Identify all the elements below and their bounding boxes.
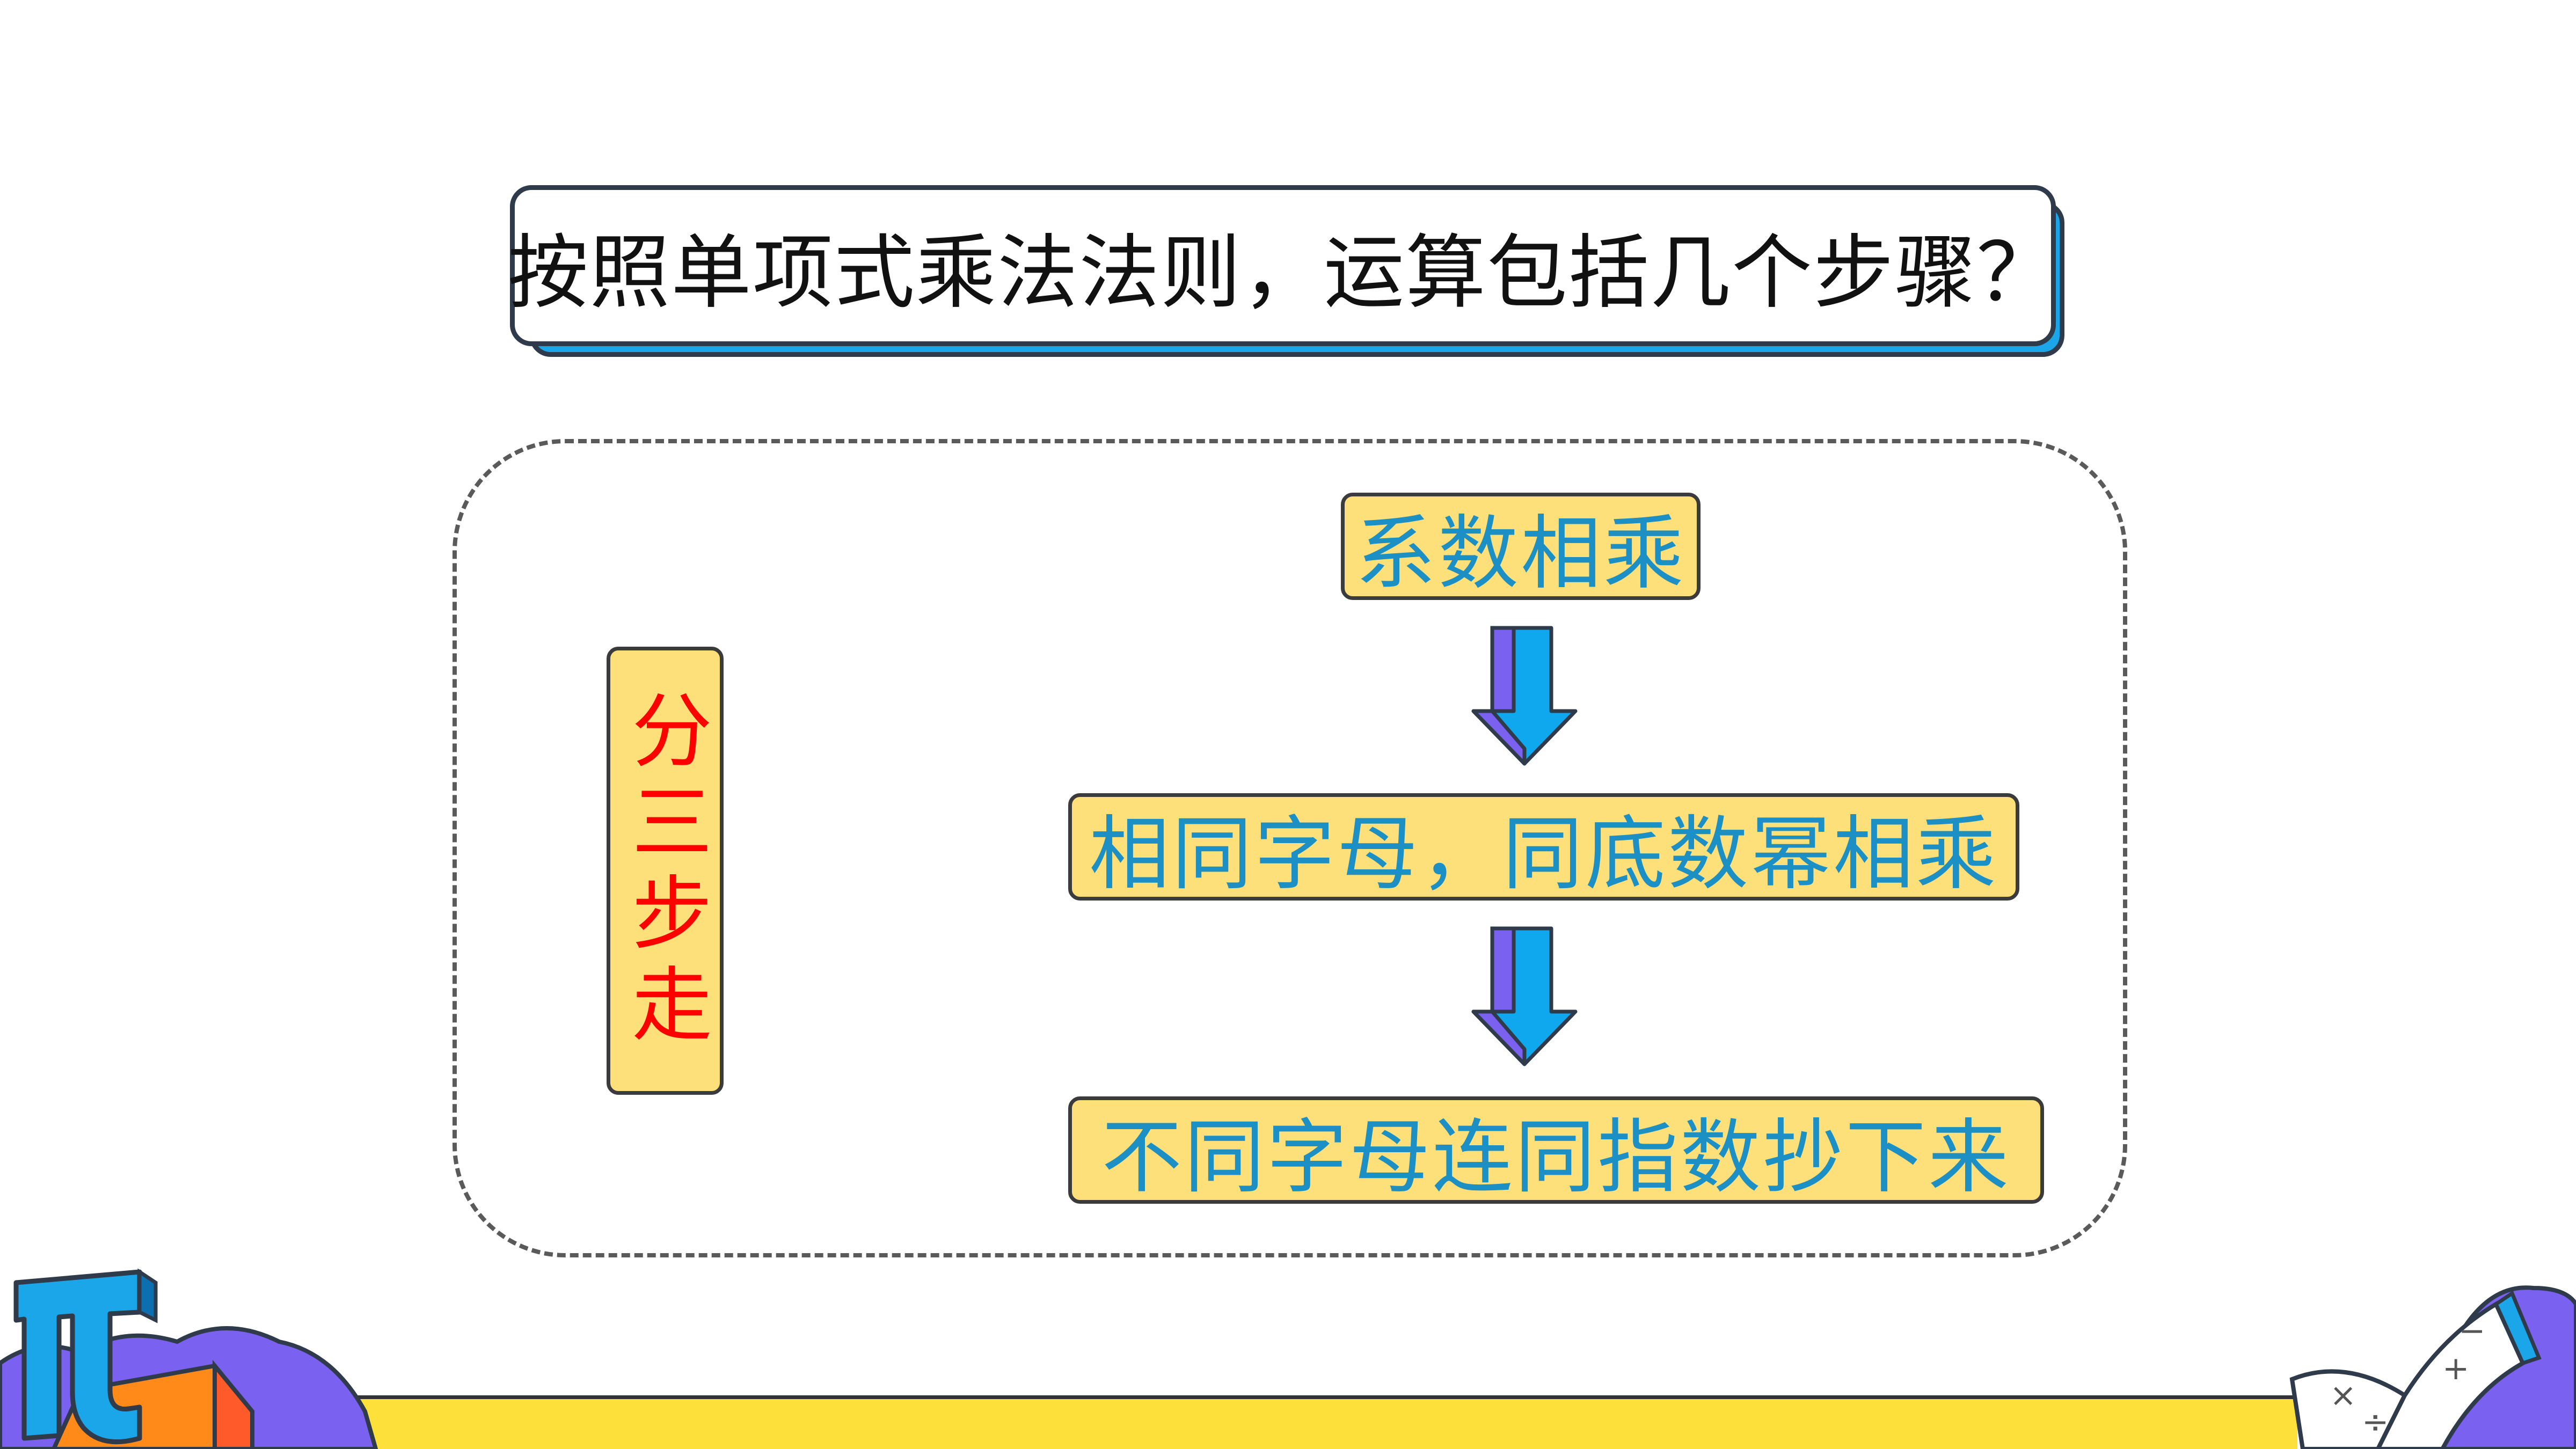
question-box: 按照单项式乘法法则，运算包括几个步骤？ — [508, 185, 2059, 346]
question-text: 按照单项式乘法法则，运算包括几个步骤？ — [508, 226, 2059, 320]
arrow-down-icon-2 — [1471, 926, 1578, 1066]
side-label-box: 分三步走 — [607, 647, 724, 1095]
pi-icon — [0, 1268, 378, 1449]
steps-container — [453, 439, 2127, 1257]
step-3-box: 不同字母连同指数抄下来 — [1068, 1096, 2044, 1204]
svg-text:×: × — [2330, 1377, 2356, 1414]
svg-text:÷: ÷ — [2362, 1403, 2389, 1441]
open-book-icon: × ÷ + − — [2289, 1285, 2576, 1449]
step-1-box: 系数相乘 — [1341, 493, 1701, 601]
step-1-label: 系数相乘 — [1355, 507, 1686, 601]
step-2-label: 相同字母，同底数幂相乘 — [1089, 807, 1998, 901]
arrow-down-icon-1 — [1471, 626, 1578, 766]
svg-text:−: − — [2458, 1312, 2485, 1350]
step-2-box: 相同字母，同底数幂相乘 — [1068, 793, 2019, 901]
bottom-stripe — [338, 1395, 2297, 1449]
step-3-label: 不同字母连同指数抄下来 — [1101, 1110, 2011, 1204]
side-label-text: 分三步走 — [618, 688, 712, 1053]
svg-text:+: + — [2442, 1350, 2469, 1387]
